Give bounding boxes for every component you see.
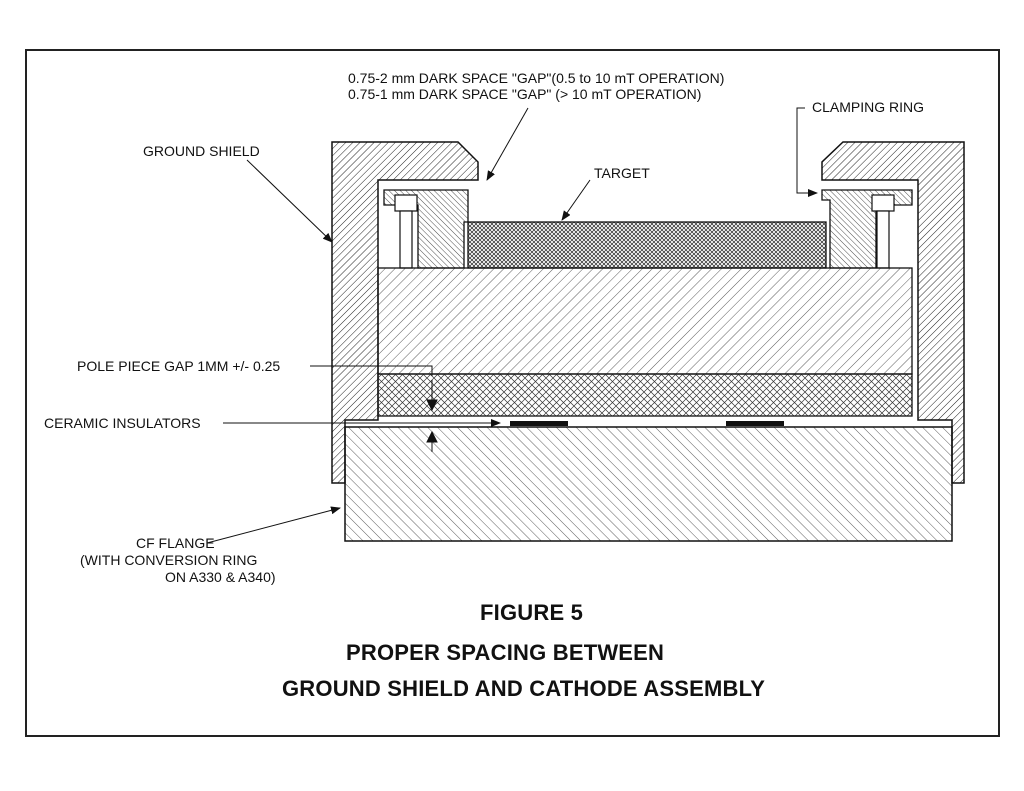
cathode-body — [377, 267, 913, 375]
cf-flange-label-line2: (WITH CONVERSION RING — [80, 552, 258, 568]
clamping-ring-label: CLAMPING RING — [812, 99, 925, 115]
screw-left — [394, 194, 418, 269]
cf-flange — [344, 426, 953, 542]
cf-flange-label-line1: CF FLANGE — [136, 535, 215, 551]
gap-label-line1: 0.75-2 mm DARK SPACE "GAP"(0.5 to 10 mT … — [348, 70, 725, 86]
ground-shield-label: GROUND SHIELD — [143, 143, 260, 159]
leader-pole-piece-gap — [310, 365, 433, 376]
caption-title-line2: GROUND SHIELD AND CATHODE ASSEMBLY — [282, 676, 766, 701]
ground-shield-right — [821, 141, 965, 484]
figure-number: FIGURE 5 — [480, 600, 584, 625]
ceramic-insulator-right — [726, 421, 784, 426]
pole-piece-gap-label: POLE PIECE GAP 1MM +/- 0.25 — [77, 358, 281, 374]
leader-clamping-ring — [796, 107, 818, 197]
leader-ground-shield — [246, 159, 333, 243]
leader-target — [561, 179, 591, 221]
pole-gap-dimension — [426, 380, 438, 452]
caption-title-line1: PROPER SPACING BETWEEN — [346, 640, 665, 665]
pole-piece — [377, 373, 913, 417]
target-plate — [467, 221, 827, 269]
target-label: TARGET — [594, 165, 650, 181]
leader-gap — [486, 107, 529, 181]
gap-label-line2: 0.75-1 mm DARK SPACE "GAP" (> 10 mT OPER… — [348, 86, 702, 102]
leader-cf-flange — [206, 506, 341, 544]
cf-flange-label-line3: ON A330 & A340) — [165, 569, 276, 585]
clamping-ring-right — [821, 189, 913, 269]
ceramic-insulators-label: CERAMIC INSULATORS — [44, 415, 201, 431]
ceramic-insulator-left — [510, 421, 568, 426]
figure-border — [25, 49, 1000, 737]
